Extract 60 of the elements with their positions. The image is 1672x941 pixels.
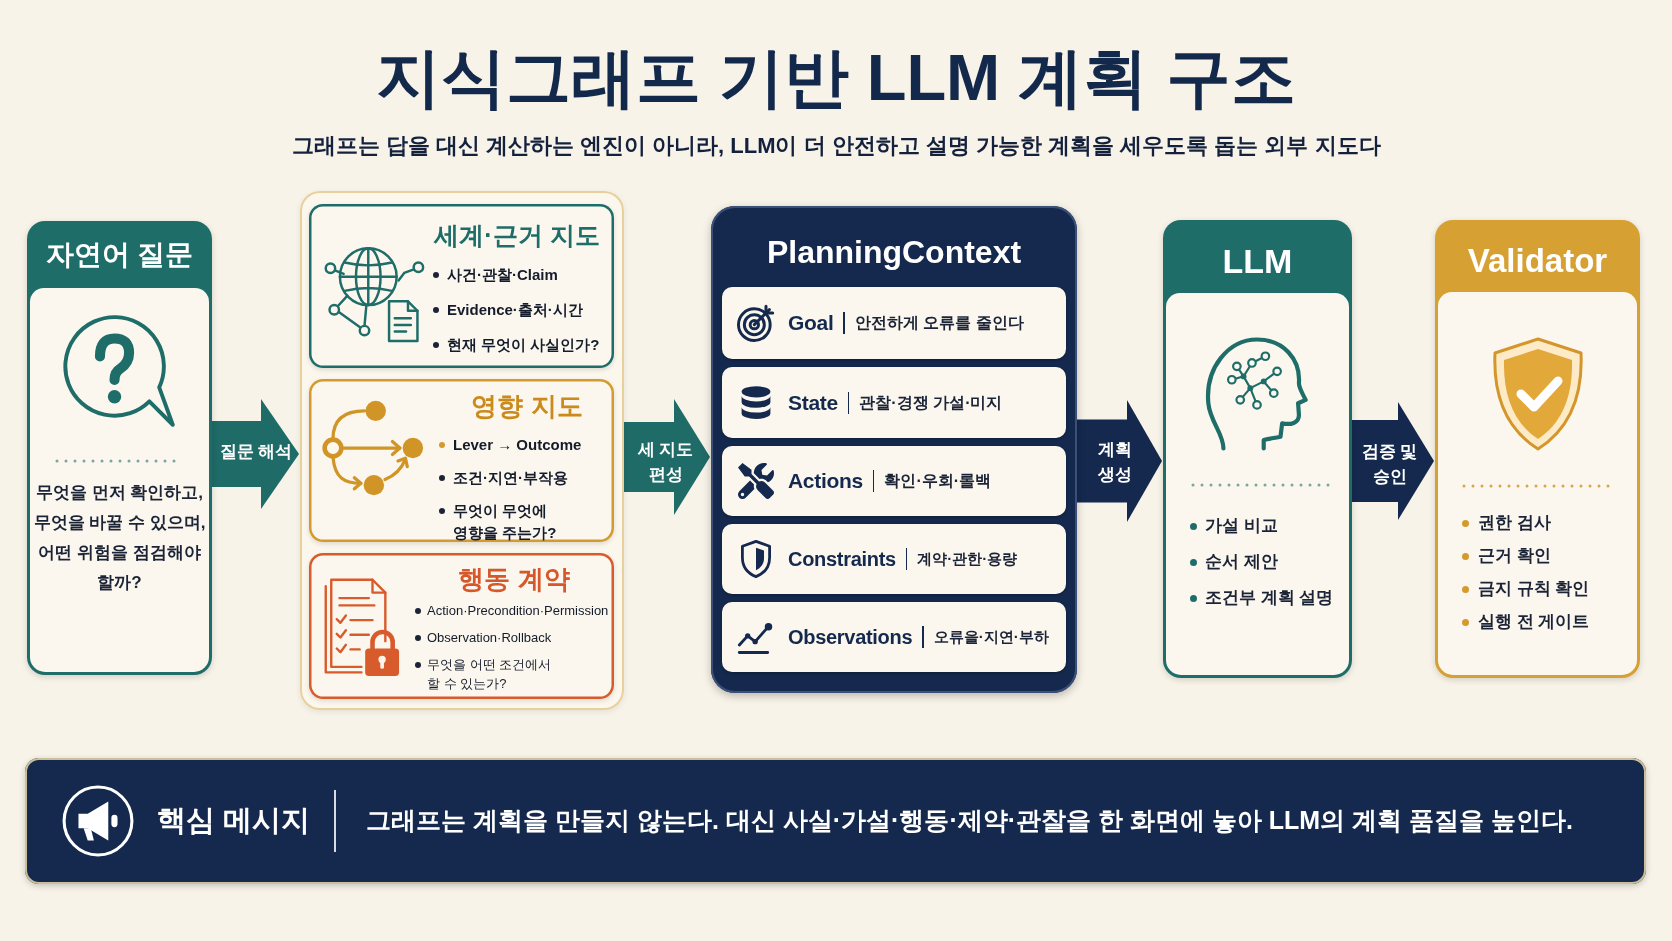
context-row — [722, 367, 1066, 438]
card-title: 행동 계약 — [458, 563, 570, 595]
context-row — [722, 602, 1066, 672]
message-banner — [25, 758, 1646, 884]
bullet-text: 무엇을 어떤 조건에서 할 수 있는가? — [427, 656, 553, 693]
banner-message: 그래프는 계획을 만들지 않는다. 대신 사실·가설·행동·제약·관찰을 한 화면에 놓아 LLM의 계획 품질을 높인다. — [366, 805, 1573, 837]
bullet-text: 현재 무엇이 사실인가? — [447, 335, 600, 355]
row-value: 계약·관한·용량 — [917, 548, 1018, 569]
row-key: Actions — [788, 465, 863, 497]
panel-title: PlanningContext — [766, 233, 1022, 272]
bullet-text: Action·Precondition·Permission — [427, 602, 609, 620]
banner-heading: 핵심 메시지 — [157, 803, 311, 839]
block-arrow — [212, 399, 299, 509]
question-text: 무엇을 먼저 확인하고, 무엇을 바꿀 수 있으며, 어떤 위험을 점검해야 할까? — [33, 482, 206, 594]
card-title: Validator — [1467, 243, 1608, 277]
context-row — [722, 524, 1066, 594]
card-title: 영향 지도 — [471, 390, 583, 422]
card-title: 자연어 질문 — [45, 240, 194, 269]
bullet-text: 가설 비교 — [1205, 515, 1278, 538]
map-card — [309, 553, 614, 699]
block-arrow — [1352, 402, 1434, 520]
title: 지식그래프 기반 LLM 계획 구조 — [375, 40, 1297, 116]
edge-label: 질문 해석 — [219, 440, 293, 463]
edge-label: 계획 생성 — [1097, 439, 1133, 486]
card-title: 세계·근거 지도 — [434, 220, 600, 251]
map-group-panel — [300, 191, 624, 710]
edge-label: 세 지도 편성 — [636, 439, 695, 486]
bullet-text: Lever → Outcome — [453, 435, 582, 455]
bullet-text: 순서 제안 — [1205, 551, 1278, 574]
bullet-text: Observation·Rollback — [427, 629, 552, 647]
row-value: 안전하게 오류를 줄인다 — [855, 313, 1024, 333]
row-key: Constraints — [788, 544, 896, 574]
row-key: Goal — [788, 307, 834, 339]
bullet-text: 무엇이 무엇에 영향을 주는가? — [453, 501, 558, 543]
question-card — [27, 221, 212, 675]
bullet-text: 실행 전 게이트 — [1478, 611, 1590, 634]
bullet-text: 금지 규칙 확인 — [1478, 578, 1590, 601]
map-card — [309, 379, 614, 542]
block-arrow — [1077, 400, 1162, 522]
block-arrow — [624, 399, 710, 515]
row-key: State — [788, 386, 838, 419]
validator-card — [1435, 220, 1640, 678]
subtitle: 그래프는 답을 대신 계산하는 엔진이 아니라, LLM이 더 안전하고 설명 가능한 계획을 세우도록 돕는 외부 지도다 — [291, 132, 1381, 160]
map-card — [309, 204, 614, 368]
card-title: LLM — [1222, 243, 1293, 278]
bullet-text: 권한 검사 — [1478, 512, 1551, 535]
context-panel — [711, 206, 1077, 693]
edge-label: 검증 및 승인 — [1360, 441, 1419, 488]
context-row — [722, 287, 1066, 359]
bullet-text: Evidence·출처·시간 — [447, 300, 583, 320]
row-value: 관찰·경쟁 가설·미지 — [859, 392, 1003, 413]
bullet-text: 조건·지연·부작용 — [453, 468, 568, 488]
bullet-text: 근거 확인 — [1478, 545, 1551, 568]
row-value: 확인·우회·롤백 — [884, 471, 992, 491]
row-key: Observations — [788, 622, 913, 652]
bullet-text: 사건·관찰·Claim — [447, 265, 558, 285]
row-value: 오류을·지연·부하 — [933, 626, 1049, 647]
llm-card — [1163, 220, 1352, 678]
context-row — [722, 446, 1066, 516]
bullet-text: 조건부 계획 설명 — [1205, 587, 1334, 610]
